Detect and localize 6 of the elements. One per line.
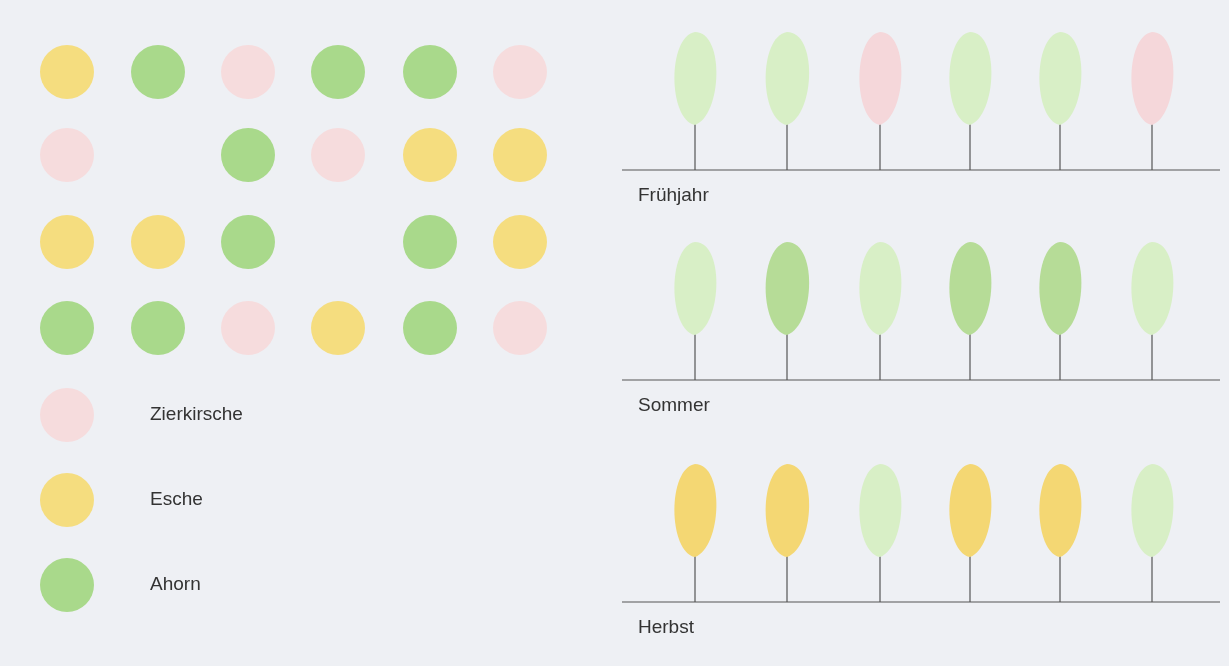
season-label: Frühjahr bbox=[638, 184, 709, 206]
season-label: Herbst bbox=[638, 616, 694, 638]
legend-label: Zierkirsche bbox=[150, 403, 243, 425]
legend-label: Esche bbox=[150, 488, 203, 510]
legend-label: Ahorn bbox=[150, 573, 201, 595]
season-label: Sommer bbox=[638, 394, 710, 416]
